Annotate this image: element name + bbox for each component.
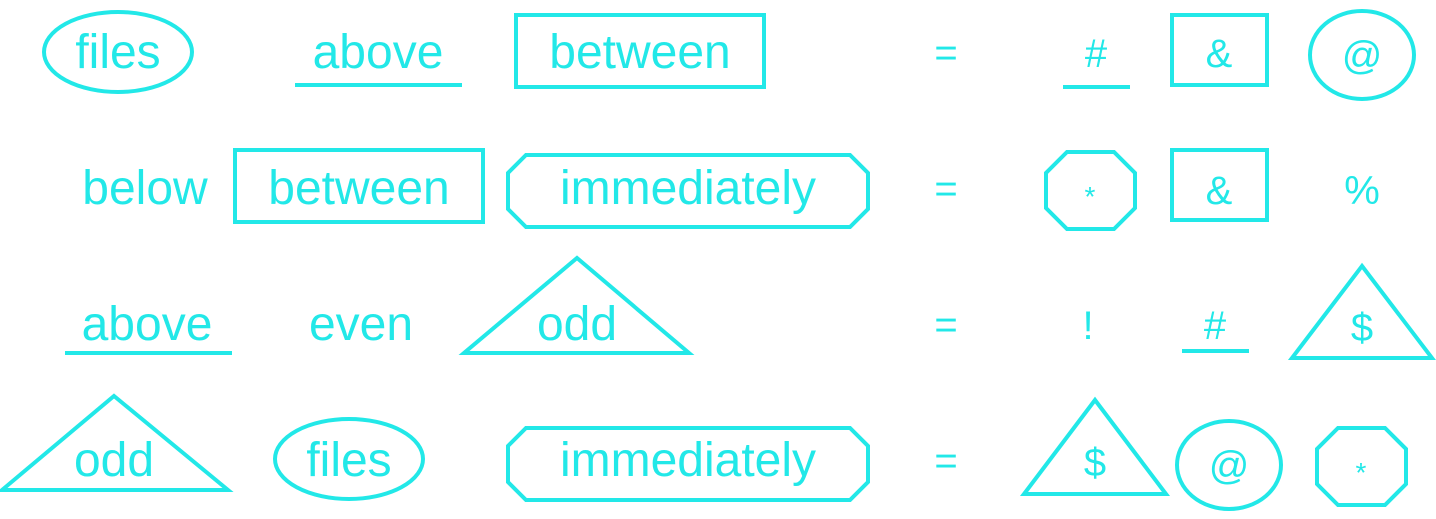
symbol-percent: % — [1344, 169, 1380, 213]
ellipse-frame — [1308, 9, 1416, 101]
word-files: files — [306, 434, 391, 487]
row-1: files above between = # & @ — [42, 9, 1416, 101]
symbol-ampersand: & — [1206, 169, 1233, 213]
word-below: below — [82, 162, 208, 215]
triangle-frame — [1019, 396, 1171, 496]
equals-sign: = — [934, 439, 957, 483]
symbol-exclamation: ! — [1082, 304, 1093, 348]
word-files: files — [75, 26, 160, 79]
word-immediately: immediately — [560, 162, 816, 215]
equals-sign: = — [934, 167, 957, 211]
symbol-ampersand: & — [1206, 32, 1233, 76]
box-frame — [1170, 13, 1269, 87]
ellipse-frame — [1175, 419, 1283, 511]
row-4: odd files immediately = $ @ * — [0, 393, 1408, 511]
symbol-hash: # — [1085, 32, 1108, 76]
octagon-frame — [1044, 150, 1137, 231]
symbol-asterisk: * — [1356, 457, 1367, 488]
word-above: above — [82, 298, 213, 351]
equals-sign: = — [934, 303, 957, 347]
word-odd: odd — [537, 298, 617, 351]
triangle-frame — [0, 393, 234, 492]
symbol-dollar: $ — [1084, 441, 1106, 485]
symbol-hash: # — [1204, 304, 1227, 348]
word-between: between — [549, 26, 730, 79]
word-between: between — [268, 162, 449, 215]
octagon-frame — [506, 153, 870, 229]
octagon-frame — [506, 426, 870, 502]
ellipse-frame — [273, 417, 425, 501]
word-even: even — [309, 298, 413, 351]
box-frame — [1170, 148, 1269, 222]
word-immediately: immediately — [560, 434, 816, 487]
symbol-at: @ — [1342, 34, 1383, 78]
symbol-dollar: $ — [1351, 306, 1373, 350]
box-frame — [514, 13, 766, 89]
box-frame — [233, 148, 485, 224]
word-odd: odd — [74, 434, 154, 487]
word-above: above — [313, 26, 444, 79]
row-2: below between immediately = * & % — [82, 148, 1380, 231]
triangle-frame — [1287, 262, 1436, 360]
symbol-asterisk: * — [1085, 181, 1096, 212]
equals-sign: = — [934, 31, 957, 75]
ellipse-frame — [42, 10, 194, 94]
symbol-at: @ — [1209, 444, 1250, 488]
octagon-frame — [1315, 426, 1408, 507]
triangle-frame — [458, 255, 695, 355]
row-3: above even odd = ! # $ — [65, 255, 1436, 360]
